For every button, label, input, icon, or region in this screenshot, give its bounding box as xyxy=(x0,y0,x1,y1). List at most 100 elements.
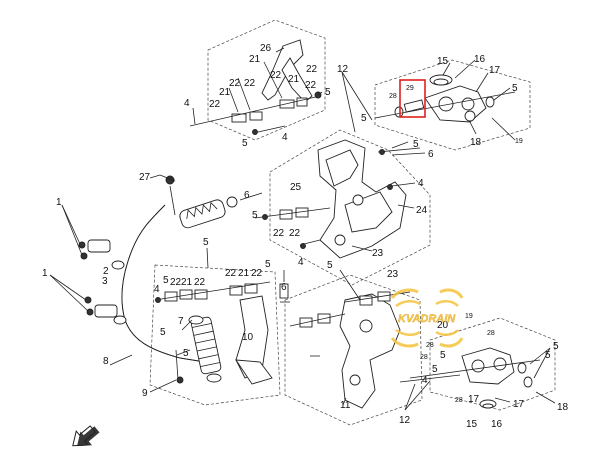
callout-21: 21 xyxy=(181,277,193,288)
carrier-dashed-boundary xyxy=(269,129,431,286)
callout-7: 7 xyxy=(178,316,184,327)
callout-28: 28 xyxy=(389,93,397,100)
callout-5: 5 xyxy=(432,364,438,375)
lower-arm-dashed-boundary xyxy=(149,264,281,406)
bushing-part xyxy=(403,99,425,113)
lower-knuckle-group xyxy=(399,317,556,411)
bushing-part xyxy=(244,283,258,294)
kvadrain-watermark-logo: KVADRAIN xyxy=(390,288,464,348)
lower-arm-group xyxy=(149,247,290,406)
callout-18: 18 xyxy=(557,402,569,413)
callout-17: 17 xyxy=(489,65,501,76)
callout-5: 5 xyxy=(553,341,559,352)
upper-arm-group xyxy=(189,19,326,141)
callout-27: 27 xyxy=(139,172,151,183)
callout-2: 2 xyxy=(103,266,109,277)
callout-5: 5 xyxy=(160,327,166,338)
callout-4: 4 xyxy=(422,375,428,386)
callout-6: 6 xyxy=(428,149,434,160)
callout-29: 29 xyxy=(406,85,414,92)
callout-5: 5 xyxy=(163,275,169,286)
bracket-part xyxy=(87,239,111,253)
watermark-brand-text: KVADRAIN xyxy=(398,313,456,325)
callout-22: 22 xyxy=(194,277,206,288)
callout-16: 16 xyxy=(491,419,503,430)
lower-knuckle-dashed-boundary xyxy=(429,317,556,411)
lower-carrier-dashed-boundary xyxy=(284,274,423,426)
callout-22: 22 xyxy=(244,78,256,89)
bushing-part xyxy=(229,285,243,296)
front-shock-group xyxy=(149,174,263,229)
callout-21: 21 xyxy=(219,87,231,98)
callout-28: 28 xyxy=(420,354,428,361)
callout-18: 18 xyxy=(470,137,482,148)
callout-24: 24 xyxy=(416,205,428,216)
callout-12: 12 xyxy=(337,64,349,75)
bolt-axis-line xyxy=(189,95,321,127)
knuckle-dashed-boundary xyxy=(374,59,531,151)
callout-10: 10 xyxy=(242,332,254,343)
callout-5: 5 xyxy=(545,350,551,361)
callout-17: 17 xyxy=(513,399,525,410)
callout-16: 16 xyxy=(474,54,486,65)
callout-5: 5 xyxy=(440,350,446,361)
callout-5: 5 xyxy=(183,348,189,359)
callout-25: 25 xyxy=(290,182,302,193)
callout-6: 6 xyxy=(281,282,287,293)
highlight-box-part-29 xyxy=(399,79,426,118)
callout-4: 4 xyxy=(298,257,304,268)
callout-23: 23 xyxy=(387,269,399,280)
bolt-part xyxy=(257,125,286,133)
callout-21: 21 xyxy=(249,54,261,65)
callout-5: 5 xyxy=(242,138,248,149)
callout-22: 22 xyxy=(229,78,241,89)
callout-1: 1 xyxy=(56,197,62,208)
callout-19: 19 xyxy=(465,313,473,320)
callout-5: 5 xyxy=(413,139,419,150)
callout-26: 26 xyxy=(260,43,272,54)
callout-22: 22 xyxy=(306,64,318,75)
callout-5: 5 xyxy=(327,260,333,271)
callout-21: 21 xyxy=(238,268,250,279)
callout-5: 5 xyxy=(361,113,367,124)
callout-12: 12 xyxy=(399,415,411,426)
bushing-part xyxy=(194,289,208,300)
callout-20: 20 xyxy=(437,320,449,331)
callout-5: 5 xyxy=(325,87,331,98)
callout-22: 22 xyxy=(289,228,301,239)
callout-22: 22 xyxy=(251,268,263,279)
callout-22: 22 xyxy=(273,228,285,239)
callout-4: 4 xyxy=(418,178,424,189)
callout-4: 4 xyxy=(154,284,160,295)
lower-carrier-part xyxy=(339,293,401,409)
bushing-part xyxy=(296,97,308,107)
upper-arm-dashed-boundary xyxy=(207,19,326,141)
callout-5: 5 xyxy=(203,237,209,248)
nut-part xyxy=(252,129,258,135)
shock-boot-part xyxy=(179,199,226,229)
callout-19: 19 xyxy=(515,138,523,145)
callout-6: 6 xyxy=(244,190,250,201)
callout-22: 22 xyxy=(305,80,317,91)
callout-17: 17 xyxy=(468,394,480,405)
carrier-frame-group xyxy=(254,129,431,286)
callout-5: 5 xyxy=(512,83,518,94)
callout-3: 3 xyxy=(102,276,108,287)
bushing-part xyxy=(231,113,247,123)
bushing-part xyxy=(249,111,263,121)
callout-22: 22 xyxy=(170,277,182,288)
callout-22: 22 xyxy=(209,99,221,110)
lower-carrier-group xyxy=(284,269,423,426)
callout-1: 1 xyxy=(42,268,48,279)
callout-15: 15 xyxy=(437,56,449,67)
callout-28: 28 xyxy=(455,397,463,404)
callout-11: 11 xyxy=(340,400,351,411)
bracket-part xyxy=(94,304,118,318)
callout-28: 28 xyxy=(426,342,434,349)
callout-5: 5 xyxy=(265,259,271,270)
callout-9: 9 xyxy=(142,388,148,399)
spacer-part xyxy=(279,283,289,299)
callout-23: 23 xyxy=(372,248,384,259)
callout-22: 22 xyxy=(225,268,237,279)
